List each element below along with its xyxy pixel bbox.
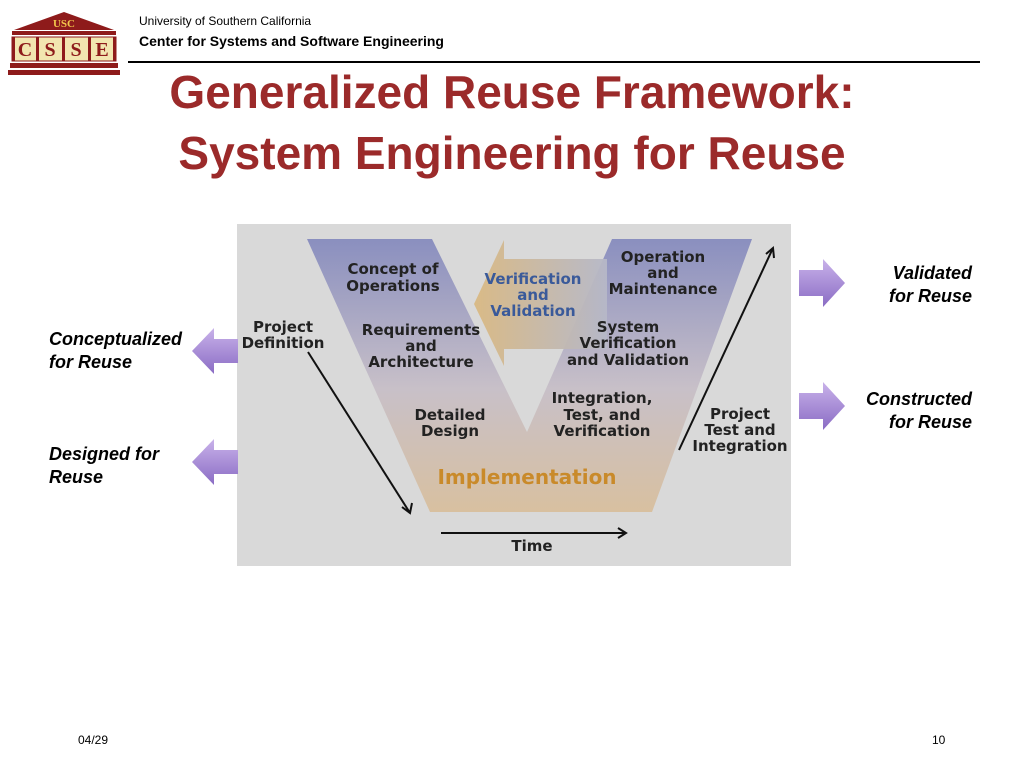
institution-name: University of Southern California (139, 14, 312, 28)
logo-letter-c: C (18, 39, 32, 61)
label-vv-3: Validation (490, 302, 575, 320)
label-vv-2: and (517, 286, 549, 304)
conceptualized-line-2: for Reuse (49, 352, 133, 372)
label-operation-2: and (647, 264, 679, 282)
label-implementation: Implementation (437, 465, 616, 489)
constructed-arrow-icon (799, 382, 845, 430)
label-operation-1: Operation (621, 248, 705, 266)
constructed-line-2: for Reuse (888, 412, 972, 432)
label-requirements-3: Architecture (368, 353, 473, 371)
logo-letter-s2: S (70, 39, 81, 61)
label-detailed-design-2: Design (421, 422, 479, 440)
conceptualized-label: Conceptualized for Reuse (49, 328, 182, 374)
designed-line-1: Designed for (49, 444, 160, 464)
label-detailed-design-1: Detailed (414, 406, 485, 424)
conceptualized-arrow-icon (192, 328, 238, 374)
label-requirements-2: and (405, 337, 437, 355)
logo-letter-e: E (95, 39, 108, 61)
label-system-vv-2: Verification (580, 334, 677, 352)
constructed-line-1: Constructed (865, 389, 972, 409)
conceptualized-line-1: Conceptualized (49, 329, 183, 349)
vv-arrow (474, 240, 607, 366)
project-test-arrow (678, 245, 775, 451)
designed-arrow-icon (192, 439, 238, 485)
title-line-1: Generalized Reuse Framework: (169, 66, 855, 118)
slide-title: Generalized Reuse Framework: System Engi… (90, 62, 934, 184)
label-project-test-1: Project (710, 405, 770, 423)
header-divider (128, 61, 980, 63)
validated-line-1: Validated (892, 263, 972, 283)
label-integration-3: Verification (554, 422, 651, 440)
title-line-2: System Engineering for Reuse (178, 127, 846, 179)
v-model-diagram: Concept of Operations Requirements and A… (242, 239, 788, 555)
label-integration-2: Test, and (564, 406, 641, 424)
label-operation-3: Maintenance (609, 280, 718, 298)
label-project-test-3: Integration (692, 437, 787, 455)
logo-usc-text: USC (53, 18, 75, 30)
logo-letter-s1: S (44, 39, 55, 61)
label-project-definition-1: Project (253, 318, 313, 336)
validated-arrow-icon (799, 259, 845, 307)
usc-csse-logo: USC C S S E (8, 12, 120, 75)
label-vv-1: Verification (485, 270, 582, 288)
time-arrow (441, 527, 628, 539)
page-number: 10 (932, 733, 946, 747)
constructed-label: Constructed for Reuse (850, 388, 972, 434)
designed-line-2: Reuse (49, 467, 104, 487)
label-requirements-1: Requirements (362, 321, 481, 339)
designed-label: Designed for Reuse (49, 443, 159, 489)
label-integration-1: Integration, (552, 389, 653, 407)
label-time: Time (511, 537, 552, 555)
label-system-vv-3: and Validation (567, 351, 689, 369)
validated-label: Validated for Reuse (850, 262, 972, 308)
v-shape (307, 239, 752, 512)
center-name: Center for Systems and Software Engineer… (139, 33, 444, 49)
project-definition-arrow (307, 351, 413, 515)
validated-line-2: for Reuse (888, 286, 972, 306)
footer-date: 04/29 (78, 733, 109, 747)
label-project-definition-2: Definition (242, 334, 325, 352)
label-project-test-2: Test and (704, 421, 775, 439)
label-system-vv-1: System (597, 318, 659, 336)
label-concept-ops-1: Concept of (347, 260, 438, 278)
label-concept-ops-2: Operations (346, 277, 439, 295)
